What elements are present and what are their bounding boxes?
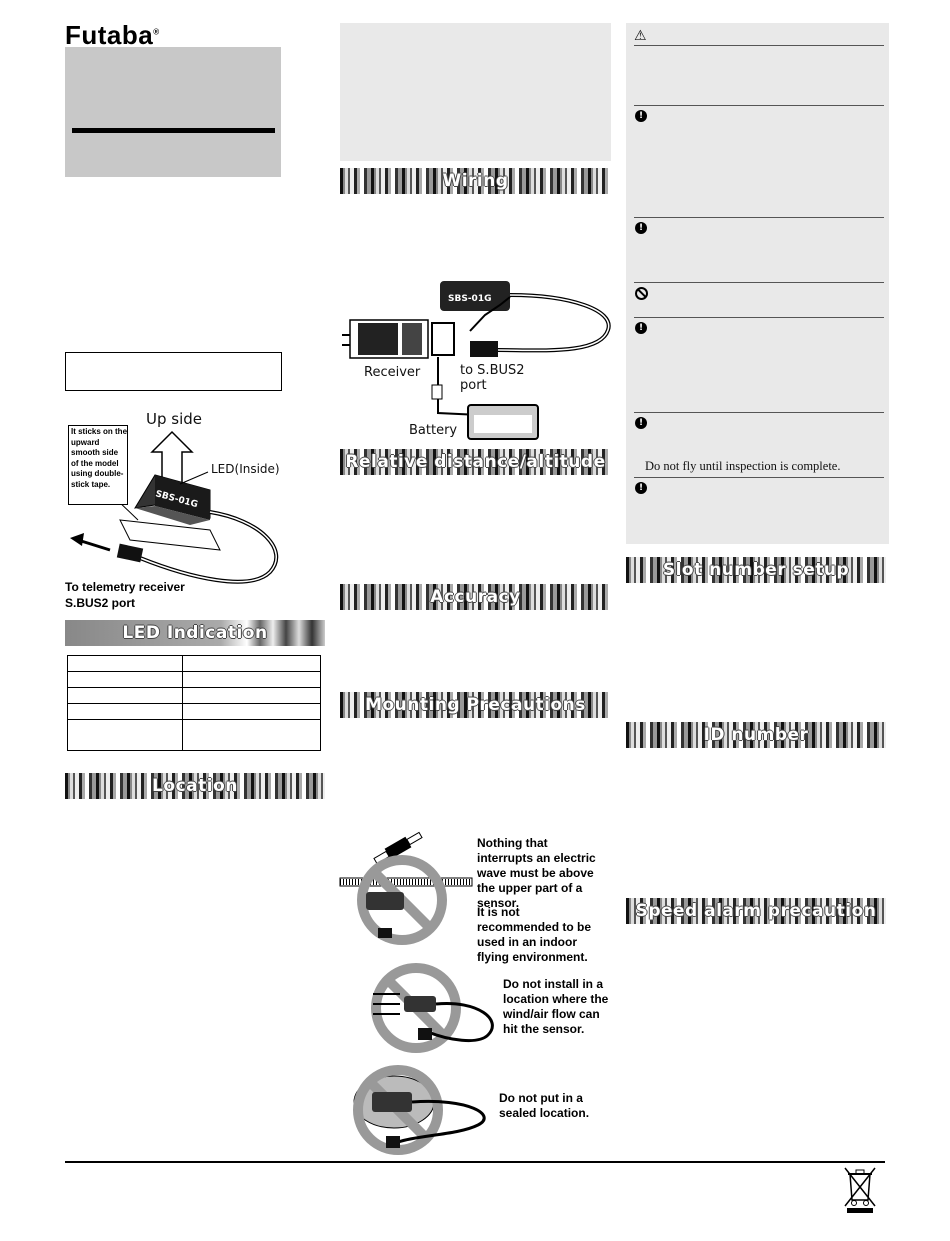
sbus2-label-2: port bbox=[460, 378, 487, 393]
warning-rule-4 bbox=[634, 282, 884, 283]
mounting-note-2: It is not recommended to be used in an i… bbox=[477, 905, 592, 964]
warning-rule-6 bbox=[634, 412, 884, 413]
mounting-note-4: Do not put in a sealed location. bbox=[499, 1091, 590, 1120]
warning-triangle-icon: ⚠ bbox=[634, 28, 647, 44]
mounting-figure-3 bbox=[353, 1065, 486, 1155]
title-box bbox=[65, 47, 281, 177]
mounting-heading: Mounting Precautions bbox=[340, 692, 611, 718]
mounting-figure-2 bbox=[371, 963, 494, 1053]
up-side-label: Up side bbox=[146, 410, 203, 428]
mounting-figure-1 bbox=[339, 831, 473, 945]
battery-label: Battery bbox=[409, 423, 458, 438]
led-indication-heading: LED Indication bbox=[65, 620, 325, 646]
led-table bbox=[67, 655, 321, 751]
warning-box bbox=[626, 23, 889, 544]
id-number-heading: ID number bbox=[626, 722, 886, 748]
wiring-figure: SBS-01G bbox=[342, 281, 611, 440]
sbus2-label-1: to S.BUS2 bbox=[460, 363, 525, 378]
note-box bbox=[68, 425, 128, 505]
title-divider bbox=[72, 128, 275, 133]
accuracy-heading: Accuracy bbox=[340, 584, 611, 610]
sensor-mount-figure: SBS-01G bbox=[70, 430, 279, 584]
exclamation-icon: ! bbox=[635, 482, 647, 494]
location-heading: Location bbox=[65, 773, 325, 799]
exclamation-icon: ! bbox=[635, 222, 647, 234]
prohibited-icon bbox=[635, 287, 648, 300]
exclamation-icon: ! bbox=[635, 322, 647, 334]
receiver-label: Receiver bbox=[364, 365, 421, 380]
logo-text: Futaba bbox=[65, 20, 154, 50]
wiring-sensor-label: SBS-01G bbox=[448, 294, 491, 304]
warning-rule-5 bbox=[634, 317, 884, 318]
telemetry-label-2: S.BUS2 port bbox=[65, 596, 136, 610]
warning-rule-2 bbox=[634, 105, 884, 106]
relative-distance-heading: Relative distance/altitude bbox=[340, 449, 611, 475]
slot-number-heading: Slot number setup bbox=[626, 557, 886, 583]
warning-rule-7 bbox=[634, 477, 884, 478]
weee-bin-icon bbox=[844, 1167, 876, 1213]
footer-rule bbox=[65, 1161, 885, 1163]
telemetry-label-1: To telemetry receiver bbox=[65, 580, 185, 594]
exclamation-icon: ! bbox=[635, 417, 647, 429]
outlined-note-box bbox=[65, 352, 282, 391]
led-inside-label: LED(Inside) bbox=[211, 462, 280, 476]
speed-alarm-heading: Speed alarm precaution bbox=[626, 898, 886, 924]
warning-rule-1 bbox=[634, 45, 884, 46]
registered-mark: ® bbox=[153, 27, 160, 37]
wiring-heading: Wiring bbox=[340, 168, 611, 194]
intro-box bbox=[340, 23, 611, 161]
warning-rule-3 bbox=[634, 217, 884, 218]
mounting-note-1: Nothing that interrupts an electric wave… bbox=[477, 836, 596, 910]
sticks-note: It sticks on the upward smooth side of t… bbox=[71, 427, 128, 489]
exclamation-icon: ! bbox=[635, 110, 647, 122]
futaba-logo: Futaba® bbox=[65, 20, 160, 51]
mounting-note-3: Do not install in a location where the w… bbox=[503, 977, 609, 1036]
inspection-note: Do not fly until inspection is complete. bbox=[645, 459, 841, 473]
